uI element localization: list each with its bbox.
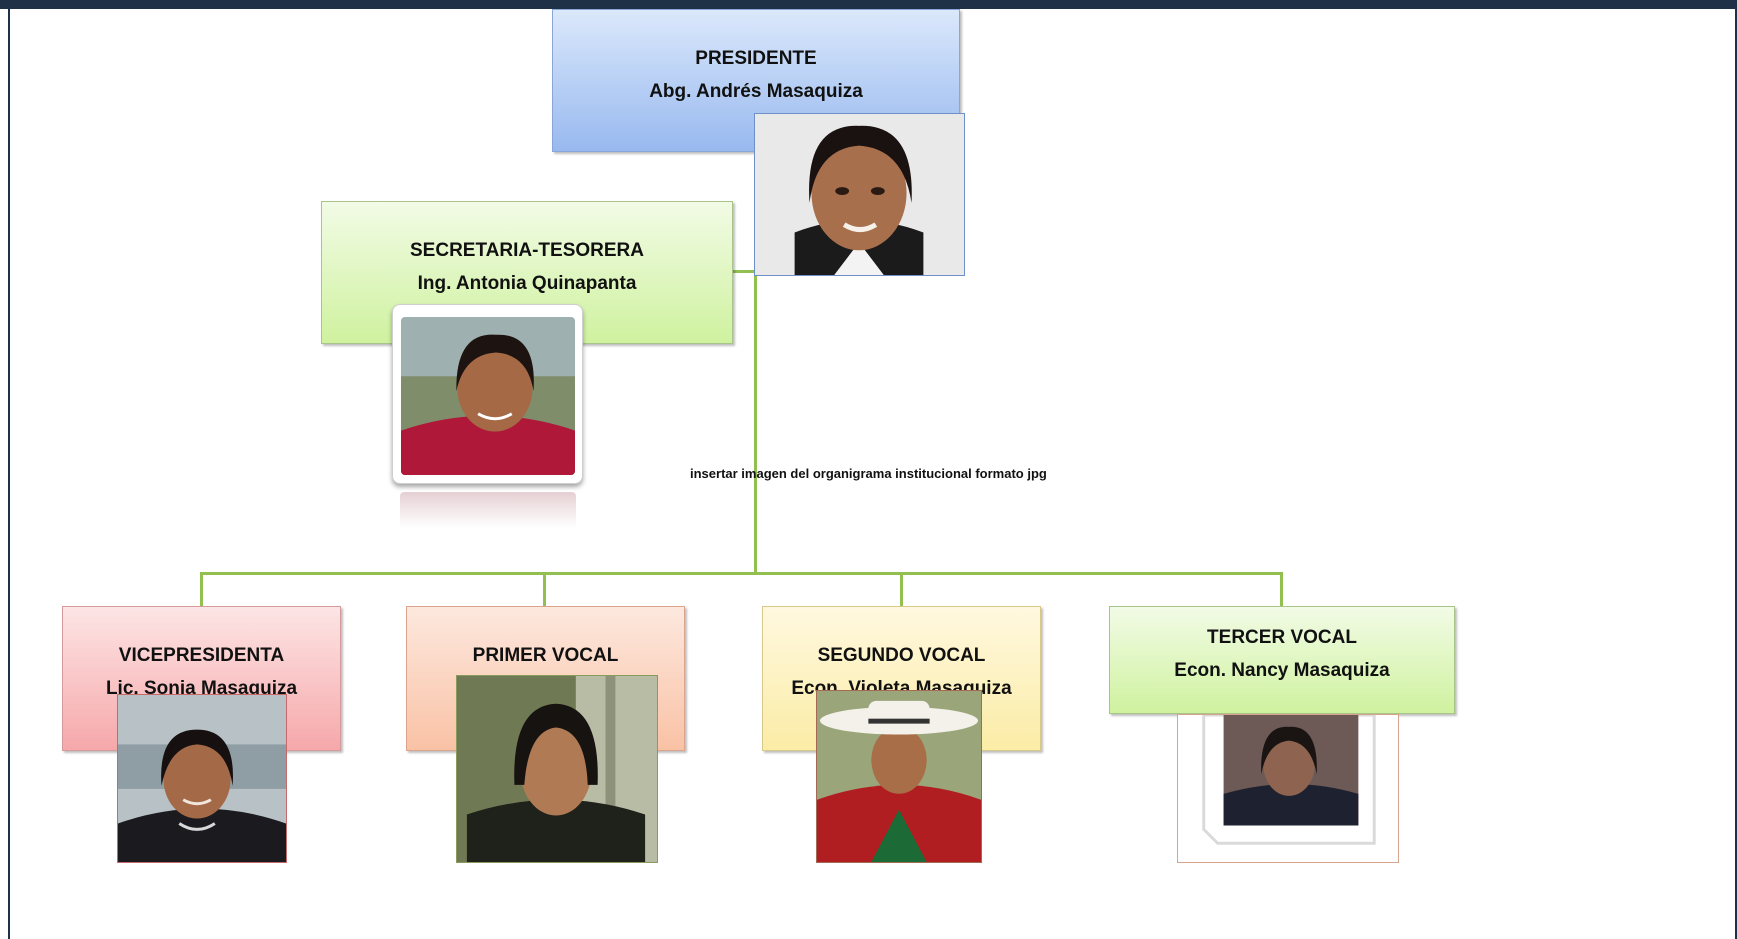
placeholder-note: insertar imagen del organigrama instituc… [690,466,1047,481]
connector-first-vocal [543,572,546,606]
president-photo [754,113,965,276]
connector-horizontal [200,572,1283,575]
third-vocal-title: TERCER VOCAL [1207,627,1357,648]
secretary-title: SECRETARIA-TESORERA [410,240,644,261]
connector-secretary [732,270,756,273]
vicepresident-photo [117,694,287,863]
connector-third-vocal [1280,572,1283,606]
secretary-name: Ing. Antonia Quinapanta [417,273,637,294]
connector-vice [200,572,203,606]
president-name: Abg. Andrés Masaquiza [649,81,863,102]
vicepresident-title: VICEPRESIDENTA [118,645,285,666]
second-vocal-photo [816,690,982,863]
connector-trunk [754,272,757,574]
top-border [0,0,1737,9]
page-frame-right [1735,9,1737,939]
third-vocal-name: Econ. Nancy Masaquiza [1174,660,1390,681]
connector-second-vocal [900,572,903,606]
first-vocal-photo [456,675,658,863]
third-vocal-photo-frame [1177,714,1399,863]
second-vocal-title: SEGUNDO VOCAL [817,645,986,666]
vicepresident-name: Lic. Sonia Masaquiza [105,678,298,699]
secretary-photo [392,304,583,484]
president-title: PRESIDENTE [695,48,817,69]
first-vocal-title: PRIMER VOCAL [472,645,619,666]
secretary-photo-reflection [400,492,576,528]
third-vocal-box: TERCER VOCAL Econ. Nancy Masaquiza [1109,606,1455,714]
page-frame [8,9,1737,939]
